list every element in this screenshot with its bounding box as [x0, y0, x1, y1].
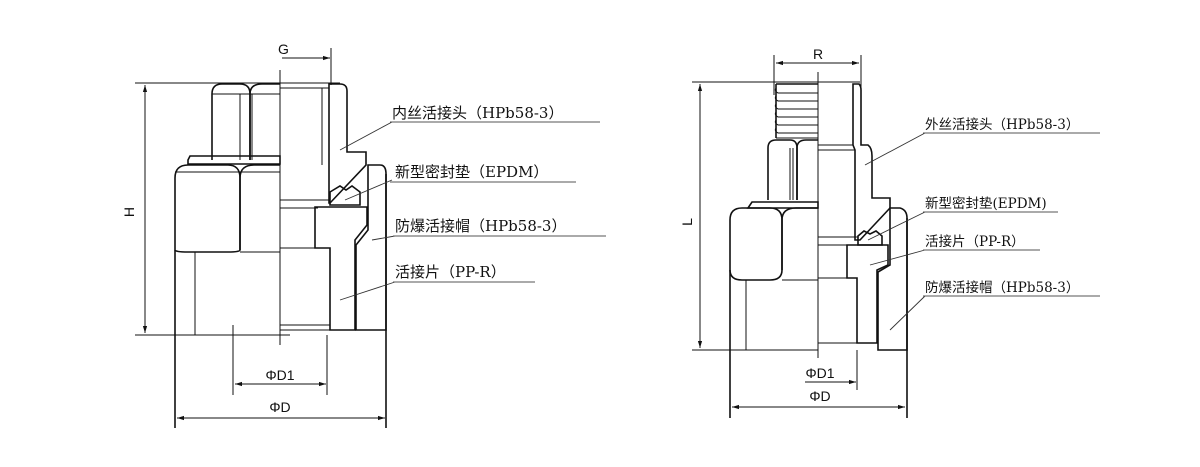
dimension-g: G — [278, 41, 332, 85]
callout-nut-cap: 防爆活接帽（HPb58-3） — [395, 217, 566, 235]
callout-ppr-insert: 活接片（PP-R） — [925, 233, 1025, 250]
dimension-label-d: ΦD — [809, 388, 830, 404]
dimension-d1: ΦD1 — [805, 350, 858, 390]
figure-female-union: H G — [121, 41, 606, 428]
callout-ppr-insert: 活接片（PP-R） — [395, 263, 506, 281]
callout-female-union-head: 内丝活接头（HPb58-3） — [392, 104, 563, 122]
dimension-label-d: ΦD — [269, 399, 290, 415]
union-nut-hex — [729, 207, 818, 281]
collar — [187, 155, 281, 165]
callout-seal-gasket: 新型密封垫（EPDM） — [395, 163, 548, 181]
section-view — [818, 83, 908, 418]
union-head-hex — [767, 139, 818, 200]
dimension-r: R — [773, 46, 862, 95]
dimension-l: L — [679, 81, 860, 351]
callouts-female: 内丝活接头（HPb58-3） 新型密封垫（EPDM） 防爆活接帽（HPb58-3… — [339, 104, 606, 301]
body-outline — [174, 250, 280, 428]
section-view — [280, 83, 387, 428]
callout-seal-gasket: 新型密封垫(EPDM) — [925, 195, 1047, 212]
callout-nut-cap: 防爆活接帽（HPb58-3） — [925, 279, 1079, 296]
body-outline — [729, 270, 818, 418]
collar — [746, 201, 819, 209]
dimension-label-r: R — [813, 46, 823, 62]
callouts-male: 外丝活接头（HPb58-3） 新型密封垫(EPDM) 活接片（PP-R） 防爆活… — [864, 116, 1100, 331]
dimension-label-h: H — [121, 207, 137, 217]
dimension-h: H — [121, 82, 340, 336]
dimension-label-g: G — [278, 41, 289, 57]
callout-male-union-head: 外丝活接头（HPb58-3） — [925, 116, 1079, 133]
dimension-d: ΦD — [177, 399, 385, 421]
figure-male-union: L R — [679, 46, 1100, 418]
threaded-stub — [774, 83, 818, 139]
dimension-d1: ΦD1 — [232, 325, 328, 395]
dimension-d: ΦD — [732, 388, 905, 410]
dimension-label-d1: ΦD1 — [805, 365, 834, 381]
union-head-hex — [211, 83, 280, 160]
union-nut-hex — [174, 164, 280, 253]
dimension-label-d1: ΦD1 — [265, 367, 294, 383]
dimension-label-l: L — [679, 218, 695, 226]
